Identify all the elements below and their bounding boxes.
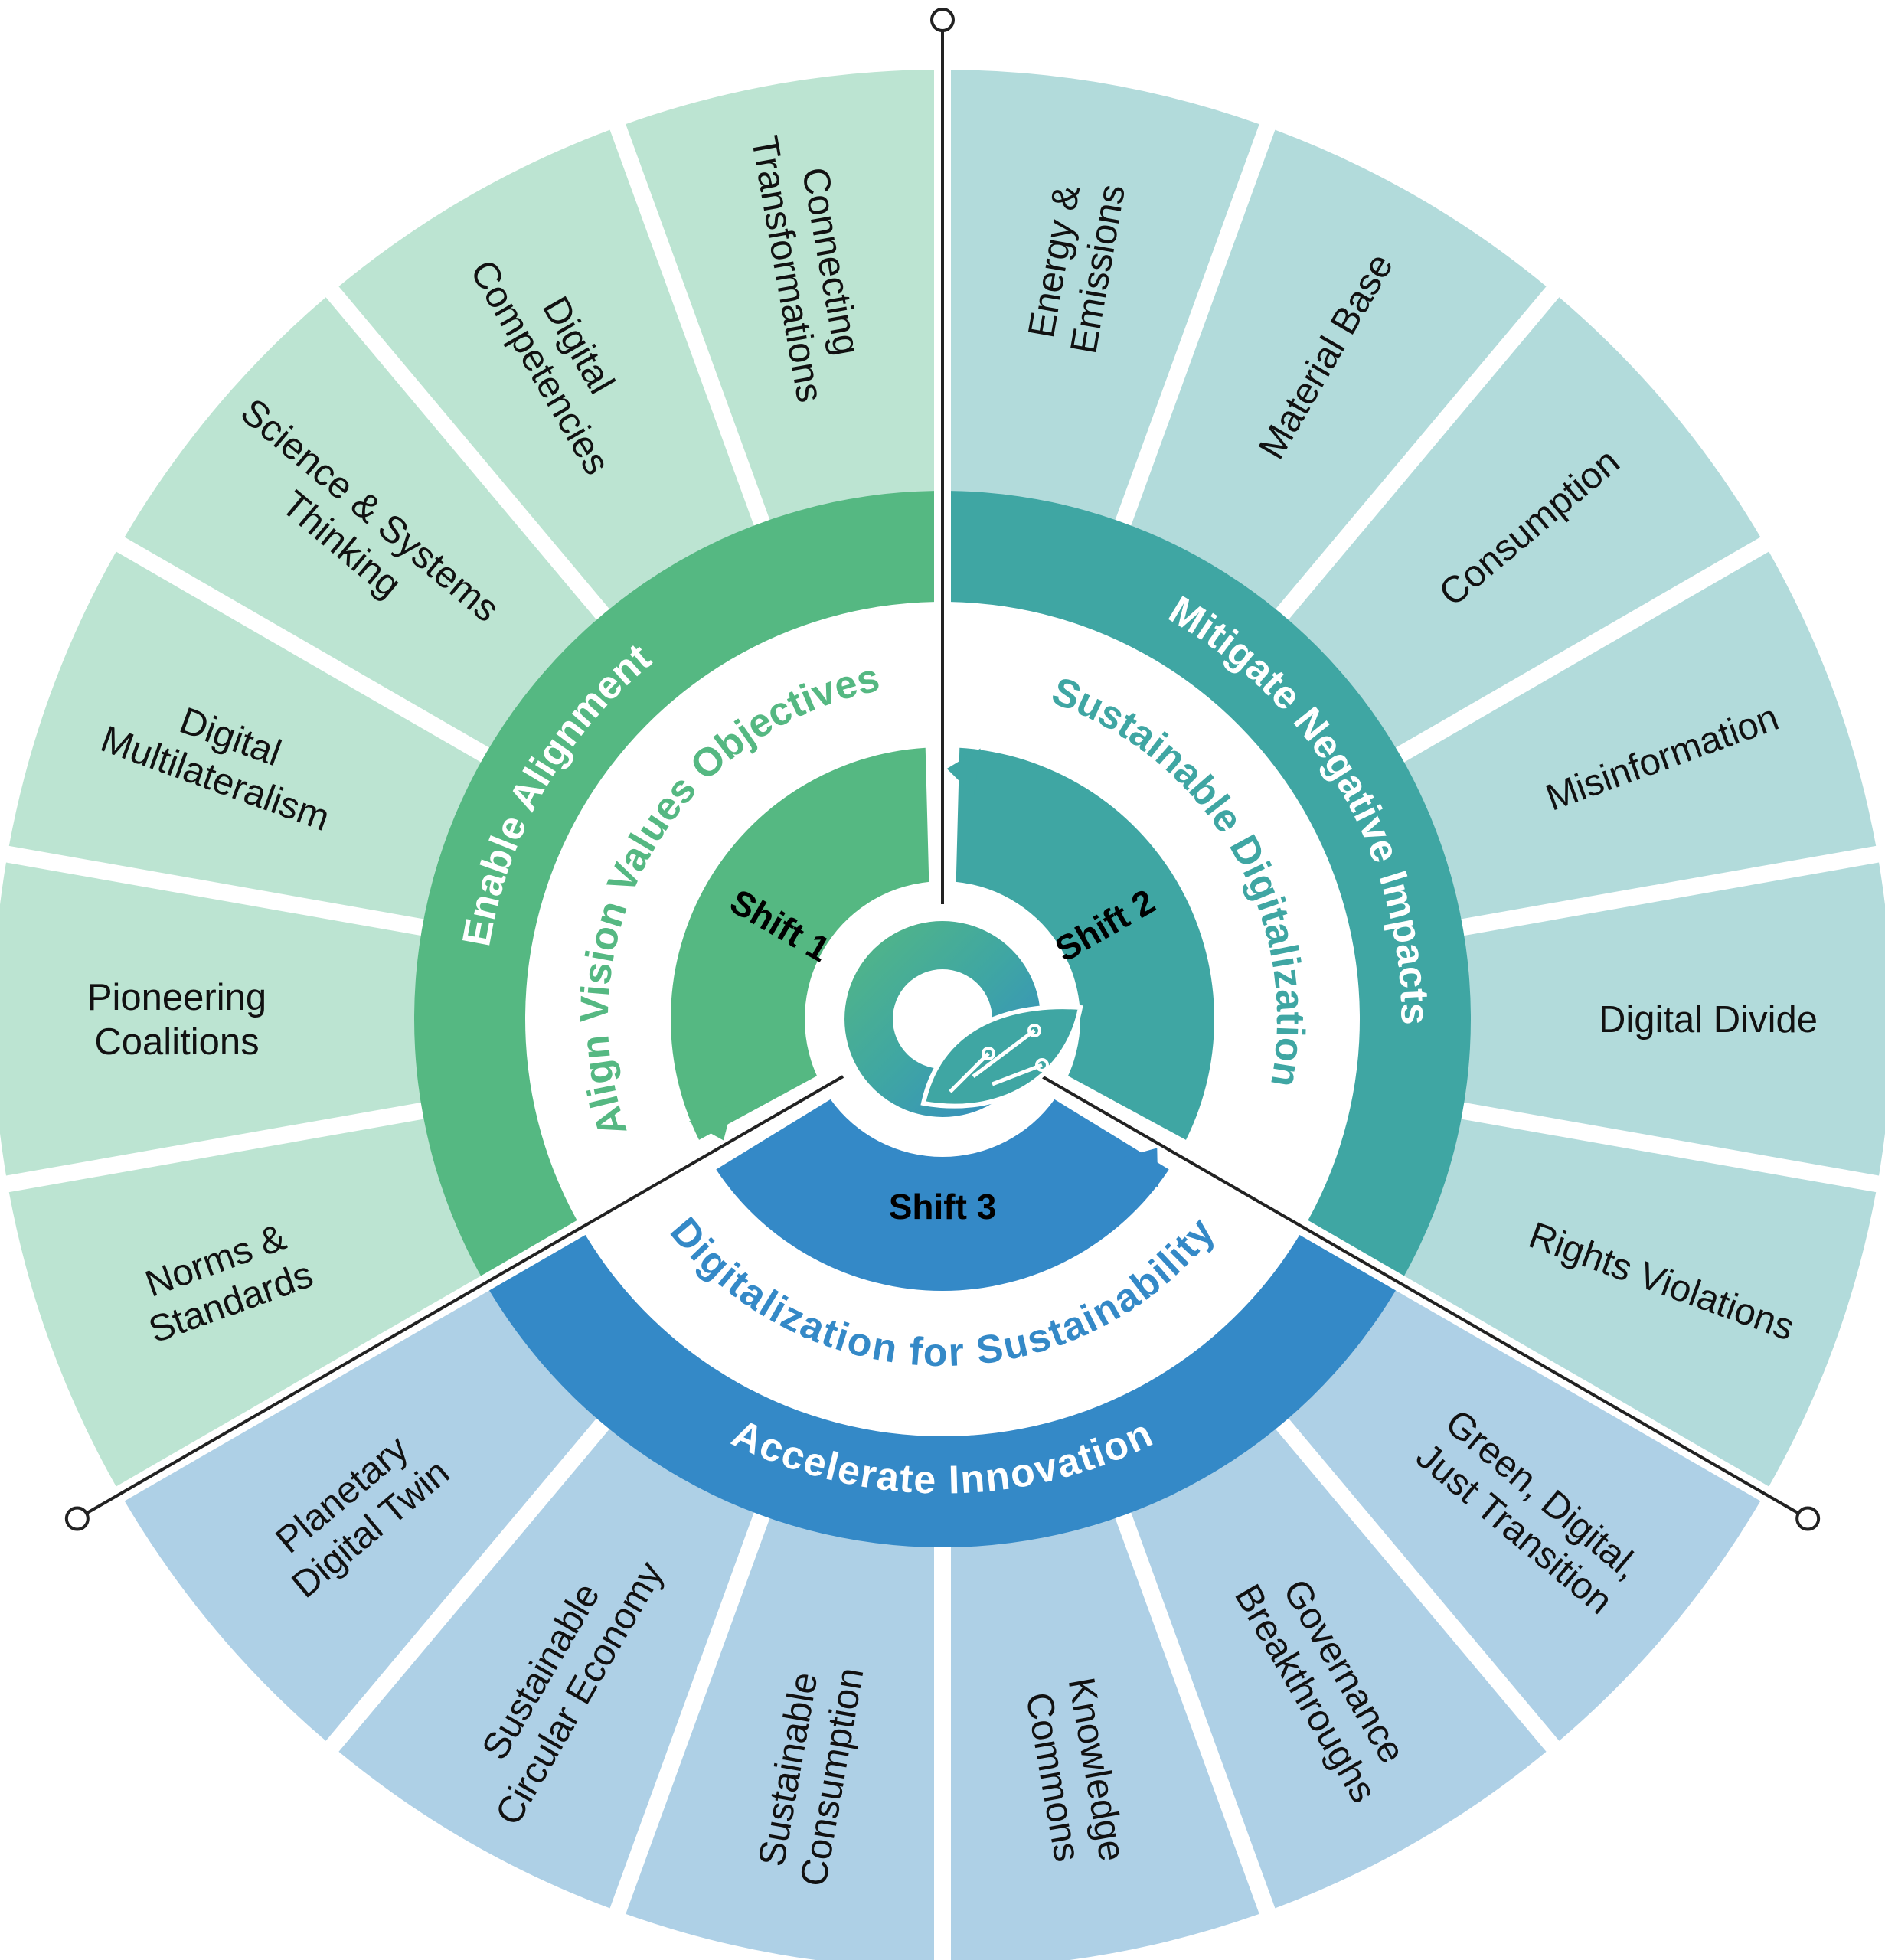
- arrow-head-icon: [688, 1103, 733, 1141]
- ring-sector: [413, 491, 935, 1276]
- outer-segment: [0, 862, 448, 1176]
- outer-segments: [0, 70, 1885, 1960]
- outer-segment: [1437, 862, 1885, 1176]
- outer-segment: [338, 129, 763, 630]
- outer-segment: [951, 1493, 1259, 1960]
- divider-end-circle: [1795, 1506, 1821, 1531]
- outer-segment: [8, 551, 505, 924]
- ring-sector: [489, 1234, 1396, 1547]
- arrow-head-icon: [1120, 1148, 1158, 1187]
- outer-segment: [124, 297, 614, 762]
- segment-label: SustainableConsumption: [749, 1657, 871, 1890]
- shift-label: Shift 3: [889, 1187, 997, 1227]
- shift-arrow: [716, 1099, 1169, 1291]
- divider-end-circle: [930, 8, 955, 32]
- outer-segment: [950, 70, 1259, 545]
- outer-segment: [124, 1276, 614, 1741]
- shift-arrow: [956, 747, 1214, 1140]
- middle-ring: [413, 491, 1471, 1547]
- divider-line: [1041, 1075, 1809, 1521]
- outer-segment: [1122, 129, 1547, 630]
- outer-segment: [626, 70, 935, 545]
- outer-segment: [8, 1114, 505, 1487]
- shift-arrow: [670, 747, 929, 1140]
- divider-lines: [64, 8, 1821, 1531]
- outer-segment: [1271, 297, 1761, 762]
- divider-end-circle: [64, 1506, 90, 1531]
- ring-sector: [950, 491, 1471, 1276]
- outer-segment: [1271, 1276, 1761, 1741]
- outer-segment: [1380, 551, 1877, 924]
- outer-segment: [626, 1493, 934, 1960]
- outer-segment: [1122, 1408, 1547, 1909]
- divider-line: [76, 1075, 844, 1521]
- shift-arrows: [670, 747, 1214, 1291]
- outer-segment: [338, 1408, 763, 1909]
- arrow-head-icon: [946, 748, 981, 795]
- segment-label: Digital Divide: [1599, 999, 1818, 1040]
- center-logo-icon: [829, 906, 1083, 1132]
- outer-segment: [1380, 1114, 1877, 1487]
